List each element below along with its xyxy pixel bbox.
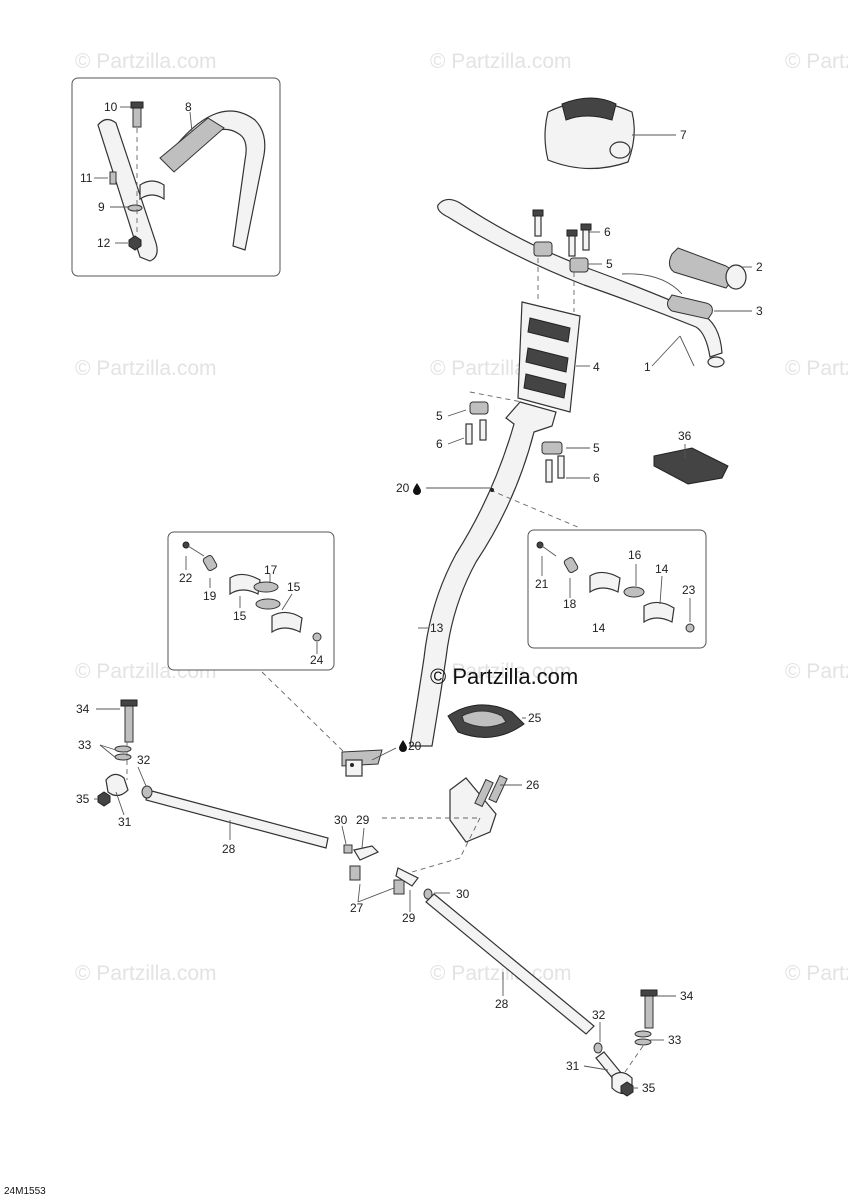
callout-33-right: 33 — [668, 1033, 682, 1047]
callout-34-left: 34 — [76, 702, 90, 716]
callout-9: 9 — [98, 200, 105, 214]
callout-19: 19 — [203, 589, 217, 603]
callout-14-a: 14 — [655, 562, 669, 576]
callout-29-upper: 29 — [356, 813, 370, 827]
callout-20-lower: 20 — [408, 739, 422, 753]
callout-14-b: 14 — [592, 621, 606, 635]
callout-18: 18 — [563, 597, 577, 611]
watermark-tile: © Partzilla.com — [75, 962, 217, 985]
watermark-tile: © Partzilla.com — [785, 660, 848, 683]
inset-handlebar-detail — [71, 77, 281, 277]
callout-36: 36 — [678, 429, 692, 443]
watermark-tile: © Partzilla.com — [430, 962, 572, 985]
callout-1: 1 — [644, 360, 651, 374]
callout-3: 3 — [756, 304, 763, 318]
watermark-tile: © Partzilla.com — [785, 962, 848, 985]
callout-31-left: 31 — [118, 815, 132, 829]
watermark-tile: © Partzilla.com — [430, 660, 572, 683]
callout-24: 24 — [310, 653, 324, 667]
callout-10: 10 — [104, 100, 118, 114]
watermark-tile: © Partzilla.com — [785, 357, 848, 380]
callout-6-left: 6 — [436, 437, 443, 451]
callout-35-right: 35 — [642, 1081, 656, 1095]
callout-30-upper: 30 — [334, 813, 348, 827]
callout-15-b: 15 — [233, 609, 247, 623]
callout-labels: 10 8 11 9 12 7 6 5 2 3 4 1 5 6 5 6 36 20… — [76, 100, 763, 1095]
steering-plate-25 — [447, 704, 526, 738]
callout-26: 26 — [526, 778, 540, 792]
callout-13: 13 — [430, 621, 444, 635]
callout-12: 12 — [97, 236, 111, 250]
drawing-code: 24M1553 — [4, 1186, 46, 1197]
callout-2: 2 — [756, 260, 763, 274]
callout-5-top: 5 — [606, 257, 613, 271]
watermark-tile: © Partzilla.com — [430, 50, 572, 73]
callout-23: 23 — [682, 583, 696, 597]
watermark-main: © Partzilla.com — [430, 664, 578, 689]
callout-35-left: 35 — [76, 792, 90, 806]
handlebar-assembly — [437, 97, 752, 485]
callout-6-top: 6 — [604, 225, 611, 239]
callout-25: 25 — [528, 711, 542, 725]
callout-32-right: 32 — [592, 1008, 606, 1022]
callout-22: 22 — [179, 571, 193, 585]
callout-7: 7 — [680, 128, 687, 142]
callout-29-lower: 29 — [402, 911, 416, 925]
callout-21: 21 — [535, 577, 549, 591]
tie-rod-assembly — [94, 699, 676, 1097]
callout-28-lower: 28 — [495, 997, 509, 1011]
callout-30-lower: 30 — [456, 887, 470, 901]
callout-5-right: 5 — [593, 441, 600, 455]
callout-16: 16 — [628, 548, 642, 562]
callout-28-upper: 28 — [222, 842, 236, 856]
callout-6-right: 6 — [593, 471, 600, 485]
callout-27: 27 — [350, 901, 364, 915]
inset-right-clamp-detail — [527, 529, 707, 649]
watermark-layer: © Partzilla.com© Partzilla.com© Partzill… — [75, 50, 848, 985]
callout-8: 8 — [185, 100, 192, 114]
steering-column — [261, 391, 581, 777]
callout-15-a: 15 — [287, 580, 301, 594]
callout-4: 4 — [593, 360, 600, 374]
callout-5-left: 5 — [436, 409, 443, 423]
callout-34-right: 34 — [680, 989, 694, 1003]
callout-33-left: 33 — [78, 738, 92, 752]
callout-31-right: 31 — [566, 1059, 580, 1073]
watermark-tile: © Partzilla.com — [75, 50, 217, 73]
callout-11: 11 — [80, 171, 93, 185]
callout-32-left: 32 — [137, 753, 151, 767]
callout-17: 17 — [264, 563, 278, 577]
inset-left-clamp-detail — [167, 531, 335, 671]
watermark-tile: © Partzilla.com — [785, 50, 848, 73]
callout-20-upper: 20 — [396, 481, 410, 495]
watermark-tile: © Partzilla.com — [75, 357, 217, 380]
